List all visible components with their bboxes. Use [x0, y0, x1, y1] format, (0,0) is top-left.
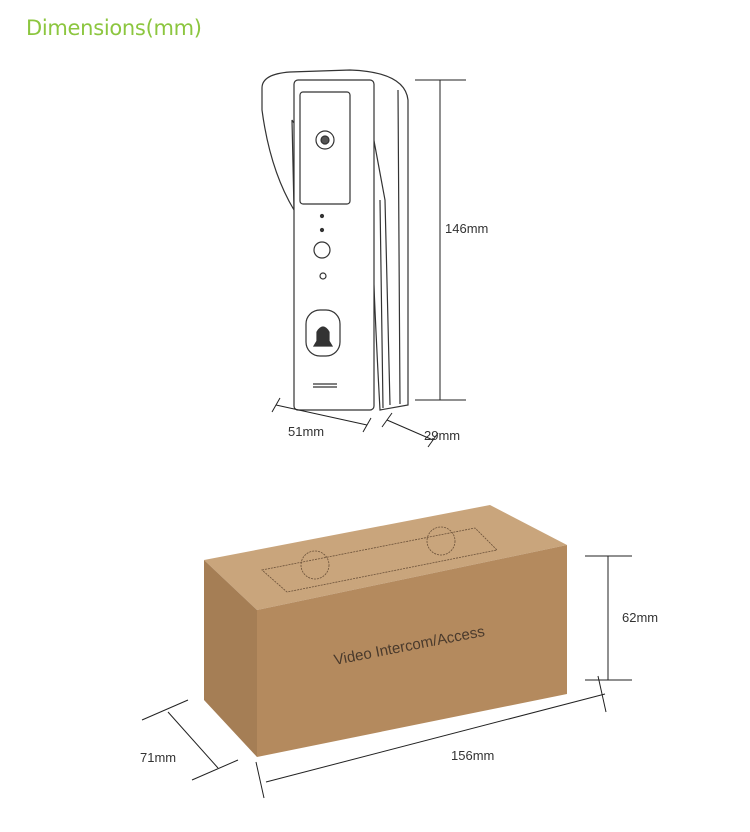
camera-window [299, 91, 351, 205]
camera-lens-icon [315, 130, 335, 150]
box-height-label: 62mm [622, 610, 659, 625]
doorbell-front-panel [293, 79, 375, 411]
mic-icon [319, 272, 327, 280]
box-length-label: 156mm [451, 748, 495, 763]
doorbell-side [371, 89, 401, 409]
box-front-face [257, 545, 567, 757]
doorbell-height-label: 146mm [445, 221, 489, 236]
page-title: Dimensions(mm) [26, 16, 202, 40]
indicator-dot [319, 227, 325, 233]
doorbell-illustration [261, 69, 409, 411]
bell-icon [312, 326, 334, 347]
box-top-face [204, 505, 567, 610]
box-side-face [204, 560, 257, 757]
doorbell-dimension-lines [271, 79, 466, 448]
call-button [305, 309, 341, 357]
doorbell-width-label: 51mm [288, 424, 325, 439]
box-depth-label: 71mm [140, 750, 177, 765]
sensor-icon [313, 241, 331, 259]
box-dimension-lines [141, 555, 632, 799]
doorbell-depth-label: 29mm [424, 428, 461, 443]
box-illustration: Video Intercom/Access [204, 505, 567, 757]
indicator-dot [319, 213, 325, 219]
